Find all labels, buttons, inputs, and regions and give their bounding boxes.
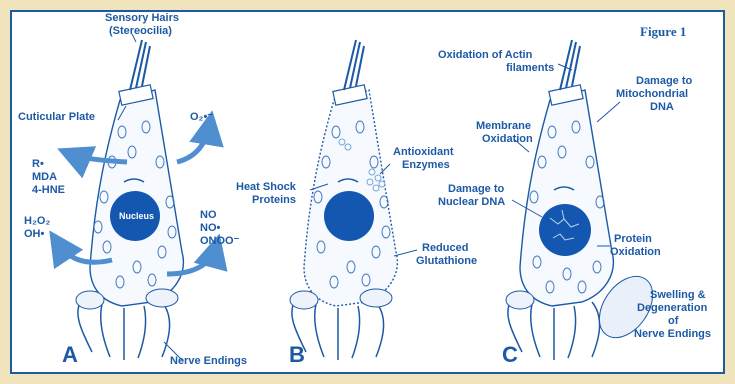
heat-shock-label-1: Heat Shock xyxy=(236,181,297,193)
nerve-endings-label: Nerve Endings xyxy=(170,355,247,367)
swelling-label-4: Nerve Endings xyxy=(634,328,711,340)
oh-radical-label: OH• xyxy=(24,228,45,240)
mda-label: MDA xyxy=(32,171,57,183)
mito-dna-label-1: Damage to xyxy=(636,75,693,87)
membrane-label-1: Membrane xyxy=(476,120,531,132)
h2o2-label: H₂O₂ xyxy=(24,215,50,227)
peroxynitrite-label: ONOO⁻ xyxy=(200,235,240,247)
antioxidant-label-1: Antioxidant xyxy=(393,146,454,158)
swelling-label-2: Degeneration xyxy=(637,302,708,314)
nuclear-dna-label-1: Damage to xyxy=(448,183,505,195)
swelling-label-3: of xyxy=(668,315,679,327)
actin-label-2: filaments xyxy=(506,62,554,74)
figure-label: Figure 1 xyxy=(640,24,686,39)
protein-oxidation-label-2: Oxidation xyxy=(610,246,661,258)
superoxide-label: O₂•⁻ xyxy=(190,111,213,123)
hne-label: 4-HNE xyxy=(32,184,65,196)
actin-label-1: Oxidation of Actin xyxy=(438,49,533,61)
panel-a-letter: A xyxy=(62,342,78,367)
nucleus-label: Nucleus xyxy=(119,211,154,221)
reduced-label-2: Glutathione xyxy=(416,255,477,267)
panel-c-letter: C xyxy=(502,342,518,367)
reduced-label-1: Reduced xyxy=(422,242,468,254)
heat-shock-label-2: Proteins xyxy=(252,194,296,206)
no-radical-label: NO• xyxy=(200,222,221,234)
hair-cell-b xyxy=(290,40,417,360)
membrane-label-2: Oxidation xyxy=(482,133,533,145)
protein-oxidation-label-1: Protein xyxy=(614,233,652,245)
mito-dna-label-2: Mitochondrial xyxy=(616,88,688,100)
panel-b-letter: B xyxy=(289,342,305,367)
cuticular-plate-label: Cuticular Plate xyxy=(18,111,95,123)
stereocilia-label: (Stereocilia) xyxy=(109,25,172,37)
mito-dna-label-3: DNA xyxy=(650,101,674,113)
no-label: NO xyxy=(200,209,217,221)
figure-panel: Figure 1 Nucleus Sensory Hairs (Stereoci… xyxy=(10,10,725,374)
swelling-label-1: Swelling & xyxy=(650,289,706,301)
hair-cell-diagram: Figure 1 Nucleus Sensory Hairs (Stereoci… xyxy=(12,12,727,376)
hair-cell-a: Nucleus xyxy=(57,34,216,360)
antioxidant-label-2: Enzymes xyxy=(402,159,450,171)
nuclear-dna-label-2: Nuclear DNA xyxy=(438,196,505,208)
r-radical-label: R• xyxy=(32,158,44,170)
sensory-hairs-label: Sensory Hairs xyxy=(105,12,179,24)
